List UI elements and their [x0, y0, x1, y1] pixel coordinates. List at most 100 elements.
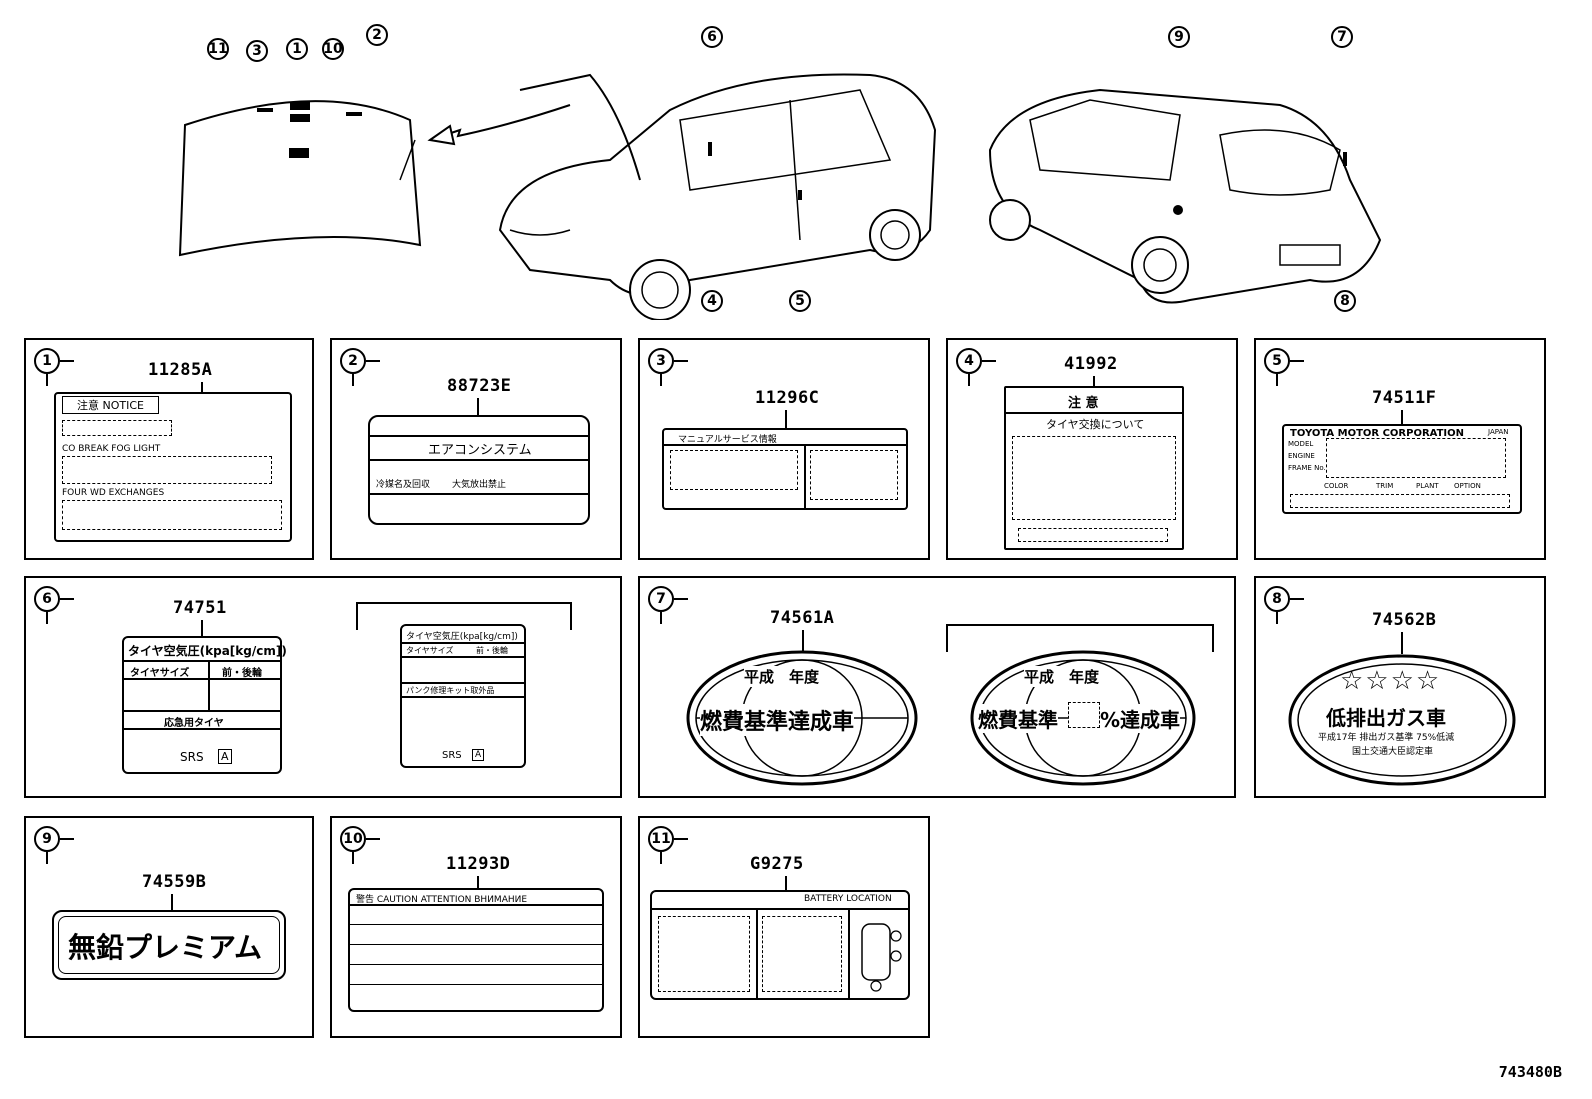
- hood-illustration: [178, 100, 422, 257]
- label-col: PLANT: [1416, 482, 1439, 490]
- label-row: ENGINE: [1288, 452, 1315, 460]
- badge-main: 低排出ガス車: [1326, 706, 1446, 730]
- part-number: 74562B: [1372, 610, 1437, 630]
- label-aircon: エアコンシステム 冷媒名及回収 大気放出禁止: [368, 415, 590, 525]
- part-number: 74751: [173, 598, 227, 618]
- car-front-view: [498, 73, 937, 320]
- label-right: 大気放出禁止: [452, 480, 507, 490]
- label-row: パンク修理キット取外品: [406, 686, 495, 695]
- label-row: FRAME No.: [1288, 464, 1326, 472]
- label-premium-fuel: 無鉛プレミアム: [52, 910, 286, 980]
- panel-5: 5 74511F TOYOTA MOTOR CORPORATION JAPAN …: [1254, 338, 1546, 560]
- callout-7: 7: [1331, 26, 1353, 48]
- label-maker: TOYOTA MOTOR CORPORATION: [1290, 428, 1465, 439]
- panel-10: 10 11293D 警告 CAUTION ATTENTION ВНИМАНИЕ: [330, 816, 622, 1038]
- panel-3: 3 11296C マニュアルサービス情報: [638, 338, 930, 560]
- badge-main-a: 燃費基準: [978, 704, 1058, 733]
- label-vin: TOYOTA MOTOR CORPORATION JAPAN MODEL ENG…: [1282, 424, 1522, 514]
- callout-4: 4: [701, 290, 723, 312]
- emission-badge-ellipse: [1288, 654, 1516, 786]
- callout-2: 2: [366, 24, 388, 46]
- label-tire-pressure-alt: タイヤ空気圧(kpa[kg/cm]) タイヤサイズ 前・後輪 パンク修理キット取…: [400, 624, 526, 768]
- label-srs: SRS: [180, 750, 204, 764]
- label-row: 応急用タイヤ: [164, 718, 224, 729]
- part-number: G9275: [750, 854, 804, 874]
- label-header: BATTERY LOCATION: [804, 894, 892, 904]
- panel-9: 9 74559B 無鉛プレミアム: [24, 816, 314, 1038]
- label-header: 注意 NOTICE: [62, 396, 159, 414]
- part-number: 11293D: [446, 854, 511, 874]
- panel-1: 1 11285A 注意 NOTICE CO BREAK FOG LIGHT FO…: [24, 338, 314, 560]
- label-title: タイヤ空気圧(kpa[kg/cm]): [128, 644, 287, 658]
- label-notice: 注意 NOTICE CO BREAK FOG LIGHT FOUR WD EXC…: [54, 392, 292, 542]
- diagram-code: 743480B: [1498, 1063, 1562, 1081]
- badge-main-b: %達成車: [1100, 704, 1181, 733]
- label-srs: SRS: [442, 750, 462, 761]
- label-caution: 警告 CAUTION ATTENTION ВНИМАНИЕ: [348, 888, 604, 1012]
- callout-11: 11: [207, 38, 229, 60]
- hood-arrow: [427, 104, 571, 146]
- label-line: CO BREAK FOG LIGHT: [62, 444, 161, 454]
- panel-2: 2 88723E エアコンシステム 冷媒名及回収 大気放出禁止: [330, 338, 622, 560]
- panel-badge: 8: [1264, 586, 1290, 612]
- label-col1: タイヤサイズ: [130, 668, 190, 679]
- label-battery-location: BATTERY LOCATION: [650, 890, 910, 1000]
- panel-6: 6 74751 タイヤ空気圧(kpa[kg/cm]) タイヤサイズ 前・後輪 応…: [24, 576, 622, 798]
- panel-badge: 6: [34, 586, 60, 612]
- label-origin: JAPAN: [1488, 428, 1509, 436]
- label-sub: タイヤ交換について: [1046, 418, 1145, 431]
- label-tire-caution: 注 意 タイヤ交換について: [1004, 386, 1184, 550]
- badge-top: 平成 年度: [1024, 666, 1100, 687]
- label-srs-box: A: [472, 749, 485, 761]
- part-number: 74511F: [1372, 388, 1437, 408]
- badge-stars: ☆☆☆☆: [1340, 666, 1442, 696]
- badge-line1: 平成17年 排出ガス基準 75%低減: [1318, 733, 1455, 743]
- callout-10: 10: [322, 38, 344, 60]
- panel-8: 8 74562B ☆☆☆☆ 低排出ガス車 平成17年 排出ガス基準 75%低減 …: [1254, 576, 1546, 798]
- panel-4: 4 41992 注 意 タイヤ交換について: [946, 338, 1238, 560]
- part-number: 11296C: [755, 388, 820, 408]
- label-col: TRIM: [1376, 482, 1394, 490]
- panel-badge: 2: [340, 348, 366, 374]
- label-title: タイヤ空気圧(kpa[kg/cm]): [406, 632, 518, 642]
- panel-badge: 9: [34, 826, 60, 852]
- panel-badge: 5: [1264, 348, 1290, 374]
- label-title: エアコンシステム: [428, 443, 532, 458]
- label-col: OPTION: [1454, 482, 1481, 490]
- panel-badge: 10: [340, 826, 366, 852]
- panel-7: 7 74561A 平成 年度 燃費基準達成車 平成 年度 燃費基準 %達成車: [638, 576, 1236, 798]
- panel-badge: 11: [648, 826, 674, 852]
- badge-main: 燃費基準達成車: [700, 704, 855, 736]
- part-number: 88723E: [447, 376, 512, 396]
- label-tire-pressure: タイヤ空気圧(kpa[kg/cm]) タイヤサイズ 前・後輪 応急用タイヤ SR…: [122, 636, 287, 774]
- part-number: 11285A: [148, 360, 213, 380]
- badge-top: 平成 年度: [744, 666, 820, 687]
- callout-5: 5: [789, 290, 811, 312]
- callout-1: 1: [286, 38, 308, 60]
- label-col1: タイヤサイズ: [406, 646, 454, 655]
- label-srs-box: A: [218, 749, 232, 764]
- callout-6: 6: [701, 26, 723, 48]
- badge-line2: 国土交通大臣認定車: [1352, 747, 1434, 757]
- car-rear-view: [988, 88, 1382, 304]
- label-main: 無鉛プレミアム: [68, 931, 263, 964]
- panel-badge: 7: [648, 586, 674, 612]
- label-header: 注 意: [1068, 396, 1099, 411]
- panel-badge: 3: [648, 348, 674, 374]
- panel-11: 11 G9275 BATTERY LOCATION: [638, 816, 930, 1038]
- callout-8: 8: [1334, 290, 1356, 312]
- label-col2: 前・後輪: [476, 646, 508, 655]
- panel-badge: 4: [956, 348, 982, 374]
- battery-car-icon: [861, 923, 902, 992]
- label-col2: 前・後輪: [222, 668, 262, 679]
- panel-badge: 1: [34, 348, 60, 374]
- label-row: MODEL: [1288, 440, 1314, 448]
- label-header: 警告 CAUTION ATTENTION ВНИМАНИЕ: [356, 895, 528, 905]
- label-service: マニュアルサービス情報: [662, 428, 908, 510]
- part-number: 74559B: [142, 872, 207, 892]
- label-left: 冷媒名及回収: [376, 480, 431, 490]
- part-number: 74561A: [770, 608, 835, 628]
- part-number: 41992: [1064, 354, 1118, 374]
- label-header: マニュアルサービス情報: [678, 435, 777, 445]
- label-col: COLOR: [1324, 482, 1349, 490]
